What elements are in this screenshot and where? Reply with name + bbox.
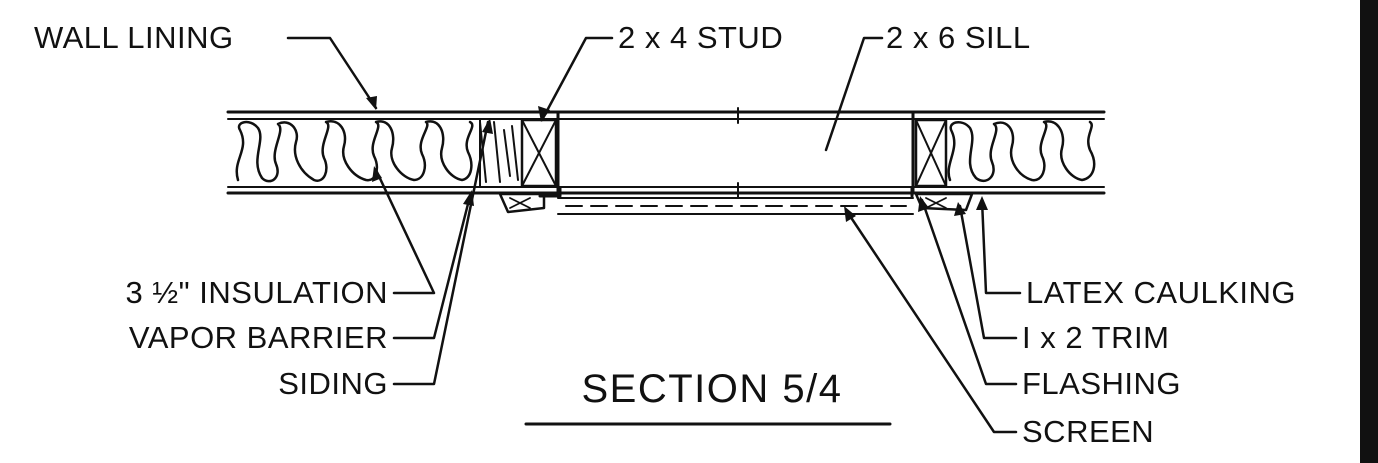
- right-border-bar: [1360, 0, 1378, 463]
- label-wall-lining: WALL LINING: [34, 20, 234, 55]
- label-latex-caulking: LATEX CAULKING: [1026, 275, 1296, 310]
- label-siding: SIDING: [278, 366, 388, 401]
- stud-right: [914, 118, 948, 188]
- label-sill: 2 x 6 SILL: [886, 20, 1031, 55]
- insulation-right: [947, 120, 1096, 183]
- stud-left: [520, 118, 558, 188]
- label-trim: I x 2 TRIM: [1022, 320, 1169, 355]
- section-title: SECTION 5/4: [581, 367, 842, 411]
- screen-detail: [557, 197, 914, 215]
- label-insulation: 3 ½" INSULATION: [125, 275, 388, 310]
- wall-assembly: [226, 107, 1106, 198]
- label-stud: 2 x 4 STUD: [618, 20, 783, 55]
- trim-detail-left: [498, 186, 562, 214]
- leader-lines: [286, 36, 1022, 434]
- label-vapor-barrier: VAPOR BARRIER: [129, 320, 388, 355]
- label-flashing: FLASHING: [1022, 366, 1181, 401]
- label-screen: SCREEN: [1022, 414, 1154, 449]
